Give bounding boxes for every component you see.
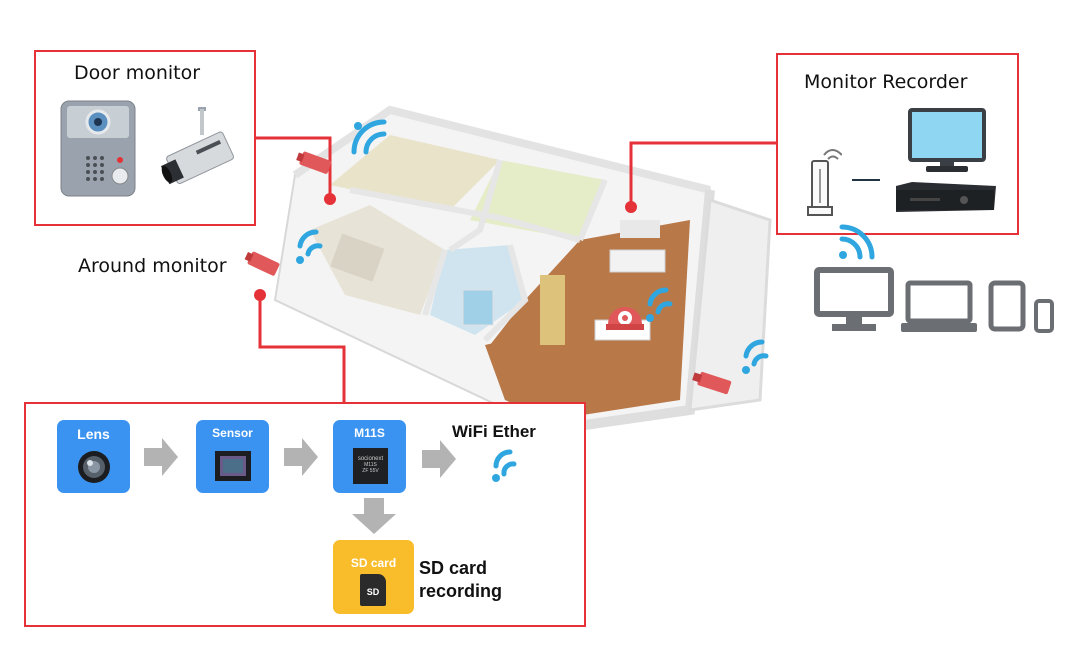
lens-block: Lens xyxy=(57,420,130,493)
sd-card-block: SD card SD xyxy=(333,540,414,614)
recorder-icon xyxy=(896,182,996,212)
arrow-icon xyxy=(284,438,318,476)
camera-icon xyxy=(244,251,280,276)
around-monitor-title: Around monitor xyxy=(78,255,227,277)
chip-text-brand: socionext xyxy=(357,456,384,462)
sensor-label: Sensor xyxy=(212,426,253,440)
sd-card-icon: SD xyxy=(360,574,386,606)
door-monitor-box xyxy=(34,50,256,226)
phone-icon xyxy=(1034,299,1054,333)
router-icon xyxy=(807,149,842,216)
m11s-label: M11S xyxy=(354,426,385,440)
sd-chip-text: SD xyxy=(366,587,380,597)
chip-text-code: ZF 55V xyxy=(362,468,379,474)
link-line xyxy=(852,179,880,181)
wifi-icon xyxy=(646,287,673,322)
sd-recording-line2: recording xyxy=(419,581,503,601)
sd-card-label: SD card xyxy=(350,556,397,570)
monitor-icon xyxy=(908,108,986,172)
wifi-icon xyxy=(492,449,517,482)
wifi-icon xyxy=(742,339,769,374)
sensor-icon xyxy=(215,451,251,481)
arrow-icon xyxy=(144,438,178,476)
camera-icon xyxy=(296,151,332,174)
sd-recording-label: SD card recording xyxy=(419,557,502,603)
lens-label: Lens xyxy=(77,426,110,442)
intercom-icon xyxy=(60,100,136,197)
arrow-down-icon xyxy=(352,498,396,534)
around-camera-marker xyxy=(254,289,266,301)
monitor-recorder-box xyxy=(776,53,1019,235)
chip-text-model: M11S xyxy=(364,462,377,468)
wifi-icon xyxy=(296,229,323,264)
m11s-block: M11S socionext M11S ZF 55V xyxy=(333,420,406,493)
wifi-icon xyxy=(839,224,875,260)
camera-icon xyxy=(692,371,732,395)
door-monitor-title: Door monitor xyxy=(74,62,201,84)
arrow-icon xyxy=(422,440,456,478)
door-camera-marker xyxy=(324,193,336,205)
tablet-icon xyxy=(988,280,1026,332)
apartment-floor-plan xyxy=(273,105,772,435)
monitor-recorder-title: Monitor Recorder xyxy=(804,71,968,93)
lens-icon xyxy=(78,451,110,483)
chip-icon: socionext M11S ZF 55V xyxy=(353,448,388,484)
sensor-block: Sensor xyxy=(196,420,269,493)
dome-camera-icon xyxy=(606,307,644,330)
desktop-monitor-icon xyxy=(814,267,894,331)
wifi-ether-label: WiFi Ether xyxy=(452,422,536,441)
sd-recording-line1: SD card xyxy=(419,558,488,578)
cctv-icon xyxy=(160,107,235,185)
laptop-icon xyxy=(901,280,977,332)
recorder-marker xyxy=(625,201,637,213)
wifi-icon xyxy=(351,119,387,155)
